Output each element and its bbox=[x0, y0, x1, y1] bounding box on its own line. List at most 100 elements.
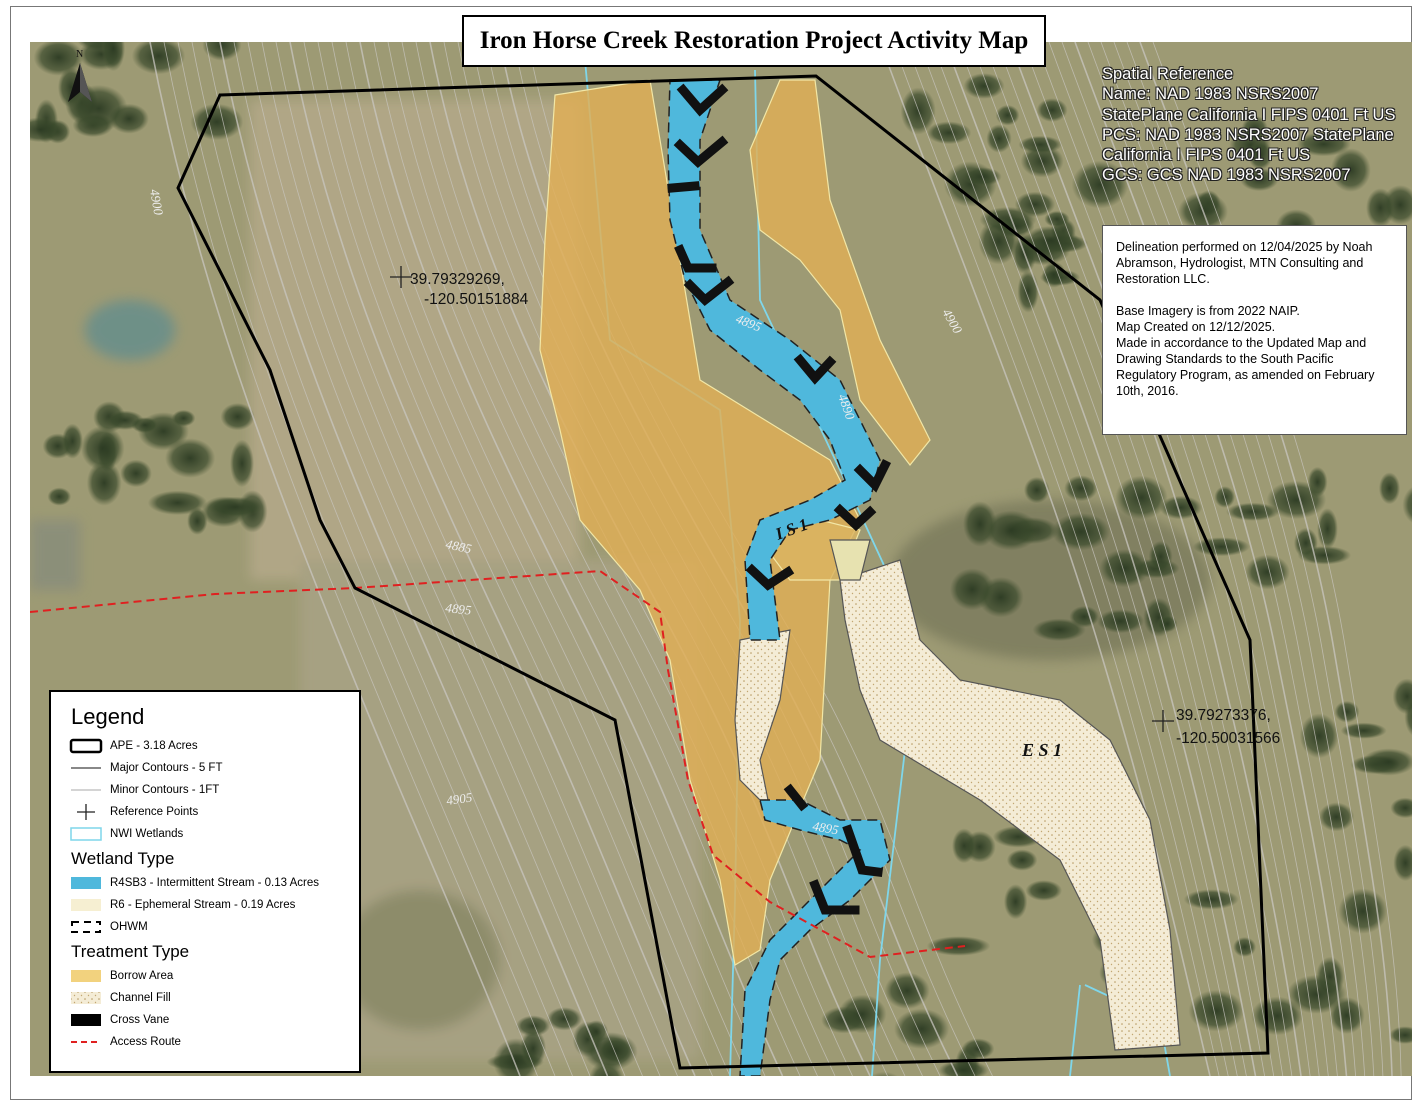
tree-crown bbox=[983, 510, 1039, 551]
tree-crown bbox=[926, 121, 972, 145]
ephemeral-symbol-icon bbox=[69, 897, 103, 913]
tree-crown bbox=[516, 1015, 551, 1037]
minor-contour bbox=[905, 42, 1229, 1076]
tree-crown bbox=[986, 124, 1012, 153]
contour-label: 4905 bbox=[445, 789, 473, 808]
borrow-areas bbox=[539, 79, 931, 966]
legend-label: Minor Contours - 1FT bbox=[110, 784, 220, 796]
tree-crown bbox=[963, 73, 1005, 99]
tree-crown bbox=[1018, 135, 1063, 154]
tree-crown bbox=[1248, 140, 1273, 170]
reference-point-1-lon: -120.50151884 bbox=[424, 291, 529, 308]
tree-crown bbox=[949, 568, 995, 611]
tree-crown bbox=[47, 487, 72, 506]
legend-item-access-route: Access Route bbox=[69, 1031, 347, 1053]
legend-item-borrow: Borrow Area bbox=[69, 965, 347, 987]
legend-item-cross-vane: Cross Vane bbox=[69, 1009, 347, 1031]
minor-contour bbox=[1126, 42, 1384, 1076]
major-contour bbox=[879, 42, 1211, 1076]
legend-label: Major Contours - 5 FT bbox=[110, 762, 223, 774]
tree-crown bbox=[230, 439, 254, 488]
minor-contour bbox=[275, 42, 678, 1076]
tree-crown bbox=[1296, 132, 1351, 157]
minor-contour bbox=[1152, 42, 1402, 1076]
tree-crown bbox=[1293, 527, 1318, 559]
minor-contour bbox=[1035, 42, 1320, 1076]
minor-contour bbox=[996, 42, 1293, 1076]
legend-item-intermittent: R4SB3 - Intermittent Stream - 0.13 Acres bbox=[69, 872, 347, 894]
tree-crown bbox=[1392, 678, 1412, 715]
tree-crown bbox=[1148, 540, 1173, 573]
tree-crown bbox=[1286, 974, 1347, 1014]
ape-symbol-icon bbox=[69, 738, 103, 754]
legend-section-wetland: Wetland Type bbox=[71, 849, 175, 868]
tree-crown bbox=[69, 84, 128, 132]
tree-crown bbox=[1096, 609, 1145, 634]
reference-point-2[interactable]: 39.79273376, -120.50031566 bbox=[1152, 707, 1280, 747]
tree-crown bbox=[1022, 225, 1080, 256]
reference-point-1[interactable]: 39.79329269, -120.50151884 bbox=[390, 266, 529, 308]
legend-label: NWI Wetlands bbox=[110, 828, 184, 840]
minor-contour bbox=[163, 42, 538, 1076]
tree-crown bbox=[1402, 486, 1412, 524]
map-title: Iron Horse Creek Restoration Project Act… bbox=[479, 27, 1029, 54]
tree-crown bbox=[961, 1038, 995, 1060]
major-contour-icon bbox=[69, 760, 103, 776]
nwi-symbol-icon bbox=[69, 826, 103, 842]
legend-section-treatment: Treatment Type bbox=[71, 942, 190, 961]
tree-crown bbox=[1183, 889, 1239, 910]
spatial-reference-line: Name: NAD 1983 NSRS2007 bbox=[1102, 85, 1319, 104]
contour-label: 4895 bbox=[445, 600, 473, 618]
tree-crown bbox=[870, 1071, 899, 1076]
map-title-box: Iron Horse Creek Restoration Project Act… bbox=[462, 15, 1046, 67]
minor-contour bbox=[177, 42, 556, 1076]
tree-crown bbox=[147, 490, 208, 515]
contour-label: 4885 bbox=[444, 536, 473, 556]
contour-label: 4895 bbox=[811, 818, 840, 837]
tree-crown bbox=[1044, 210, 1070, 228]
minor-contour bbox=[931, 42, 1247, 1076]
tree-crown bbox=[120, 459, 152, 488]
minor-contour bbox=[892, 42, 1220, 1076]
tree-crown bbox=[101, 42, 126, 72]
tree-crown bbox=[1159, 495, 1203, 520]
channel-fill bbox=[734, 539, 1181, 1051]
tree-crown bbox=[1330, 148, 1371, 193]
tree-crown bbox=[80, 425, 125, 471]
tree-crown bbox=[1017, 270, 1039, 313]
minor-contour bbox=[1087, 42, 1356, 1076]
tree-crown bbox=[206, 496, 264, 518]
legend-item-channel-fill: Channel Fill bbox=[69, 987, 347, 1009]
tree-crown bbox=[165, 438, 216, 478]
tree-crown bbox=[1188, 989, 1245, 1032]
minor-contour bbox=[303, 42, 713, 1076]
reference-point-2-lon: -120.50031566 bbox=[1176, 730, 1280, 747]
major-contour bbox=[149, 42, 521, 1076]
legend-label: Borrow Area bbox=[110, 970, 174, 982]
legend-item-major-contours: Major Contours - 5 FT bbox=[69, 757, 347, 779]
access-route bbox=[30, 569, 966, 959]
legend-item-ephemeral: R6 - Ephemeral Stream - 0.19 Acres bbox=[69, 894, 347, 916]
tree-crown bbox=[838, 994, 887, 1034]
crosshair-icon bbox=[69, 804, 103, 820]
tree-crown bbox=[1025, 880, 1063, 901]
major-contour bbox=[1139, 42, 1393, 1076]
minor-contour bbox=[970, 42, 1275, 1076]
tree-crown bbox=[1389, 1026, 1412, 1044]
tree-crown bbox=[1244, 554, 1290, 590]
minor-contour bbox=[205, 42, 591, 1076]
major-contour bbox=[359, 42, 784, 1076]
tree-crown bbox=[1036, 98, 1068, 122]
contour-label: 4900 bbox=[147, 188, 166, 217]
tree-crown bbox=[171, 409, 196, 427]
reference-point-2-lat: 39.79273376, bbox=[1176, 707, 1271, 724]
reference-point-1-lat: 39.79329269, bbox=[410, 271, 505, 288]
major-contour bbox=[944, 42, 1257, 1076]
major-contour bbox=[1009, 42, 1302, 1076]
tree-crown bbox=[1361, 748, 1412, 776]
tree-crown bbox=[1366, 188, 1395, 228]
major-contour bbox=[1074, 42, 1348, 1076]
tree-crown bbox=[1115, 475, 1168, 520]
tree-crown bbox=[131, 42, 186, 75]
tree-crown bbox=[894, 1008, 950, 1050]
